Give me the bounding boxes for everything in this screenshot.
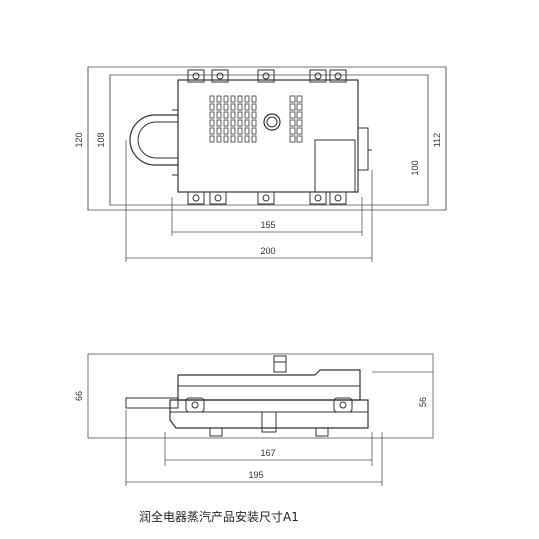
- mounting-tabs-top: [187, 69, 347, 83]
- vent-slot: [251, 111, 257, 119]
- clamp-left: [185, 397, 205, 413]
- vent-slot: [244, 111, 250, 119]
- vent-slot: [244, 119, 250, 127]
- vent-slot: [251, 95, 257, 103]
- vent-slot: [296, 127, 303, 135]
- vent-slot: [237, 111, 243, 119]
- knob-inner: [266, 116, 278, 128]
- vent-slot: [216, 95, 222, 103]
- dim-56: 56: [418, 397, 428, 407]
- vent-slot: [251, 119, 257, 127]
- vent-slot: [223, 103, 229, 111]
- vent-slot: [209, 135, 215, 143]
- vent-slot: [223, 135, 229, 143]
- vent-slot: [296, 95, 303, 103]
- top-view: [87, 66, 447, 262]
- foot-1: [209, 427, 223, 437]
- steam-nozzle: [273, 355, 287, 373]
- vent-slot: [244, 103, 250, 111]
- vent-grid-left: [209, 95, 257, 143]
- dim-112: 112: [432, 133, 442, 147]
- drawing-caption: 润全电器蒸汽产品安装尺寸A1: [139, 510, 299, 524]
- vent-grid-right: [289, 95, 303, 143]
- vent-slot: [216, 135, 222, 143]
- side-view: [87, 353, 434, 486]
- dim-100: 100: [410, 160, 420, 175]
- outer-frame-120: [87, 66, 447, 211]
- knob-icon: [263, 113, 281, 131]
- vent-slot: [289, 95, 296, 103]
- vent-slot: [209, 119, 215, 127]
- vent-slot: [237, 119, 243, 127]
- vent-slot: [289, 127, 296, 135]
- center-terminal: [261, 411, 277, 433]
- dim-155: 155: [260, 220, 275, 230]
- outer-frame-112: [109, 74, 429, 206]
- vent-slot: [230, 95, 236, 103]
- vent-slot: [289, 111, 296, 119]
- vent-slot: [223, 119, 229, 127]
- dimensions-side-view: [125, 410, 383, 486]
- vent-slot: [237, 127, 243, 135]
- side-pipe: [125, 397, 179, 409]
- vent-slot: [296, 119, 303, 127]
- vent-slot: [237, 135, 243, 143]
- vent-slot: [230, 119, 236, 127]
- vent-slot: [296, 103, 303, 111]
- vent-slot: [230, 103, 236, 111]
- main-body: [177, 79, 359, 193]
- side-frame-66: [87, 353, 434, 439]
- vent-slot: [237, 95, 243, 103]
- vent-slot: [230, 111, 236, 119]
- clamp-right: [333, 397, 353, 413]
- vent-slot: [289, 135, 296, 143]
- vent-slot: [223, 127, 229, 135]
- vent-slot: [223, 95, 229, 103]
- u-pipe-inner: [137, 121, 178, 159]
- side-flange: [357, 127, 369, 171]
- dim-66: 66: [74, 391, 84, 401]
- side-box: [314, 139, 356, 193]
- dim-195: 195: [248, 470, 263, 480]
- vent-slot: [230, 135, 236, 143]
- foot-2: [315, 427, 329, 437]
- vent-slot: [223, 111, 229, 119]
- vent-slot: [251, 103, 257, 111]
- vent-slot: [216, 103, 222, 111]
- vent-slot: [216, 119, 222, 127]
- vent-slot: [237, 103, 243, 111]
- vent-slot: [289, 119, 296, 127]
- vent-slot: [230, 127, 236, 135]
- dim-108: 108: [96, 132, 106, 147]
- vent-slot: [289, 103, 296, 111]
- side-base: [169, 399, 369, 429]
- dimensions-top-view: [87, 67, 447, 262]
- vent-slot: [209, 111, 215, 119]
- vent-slot: [209, 127, 215, 135]
- vent-slot: [209, 103, 215, 111]
- mounting-tabs-bottom: [187, 191, 347, 205]
- u-pipe: [129, 114, 178, 166]
- vent-slot: [216, 127, 222, 135]
- vent-slot: [244, 135, 250, 143]
- dim-200: 200: [260, 246, 275, 256]
- vent-slot: [296, 111, 303, 119]
- vent-slot: [244, 95, 250, 103]
- side-housing: [177, 369, 361, 401]
- dim-167: 167: [260, 448, 275, 458]
- vent-slot: [251, 135, 257, 143]
- vent-slot: [244, 127, 250, 135]
- vent-slot: [209, 95, 215, 103]
- vent-slot: [296, 135, 303, 143]
- vent-slot: [251, 127, 257, 135]
- dim-120: 120: [74, 132, 84, 147]
- vent-slot: [216, 111, 222, 119]
